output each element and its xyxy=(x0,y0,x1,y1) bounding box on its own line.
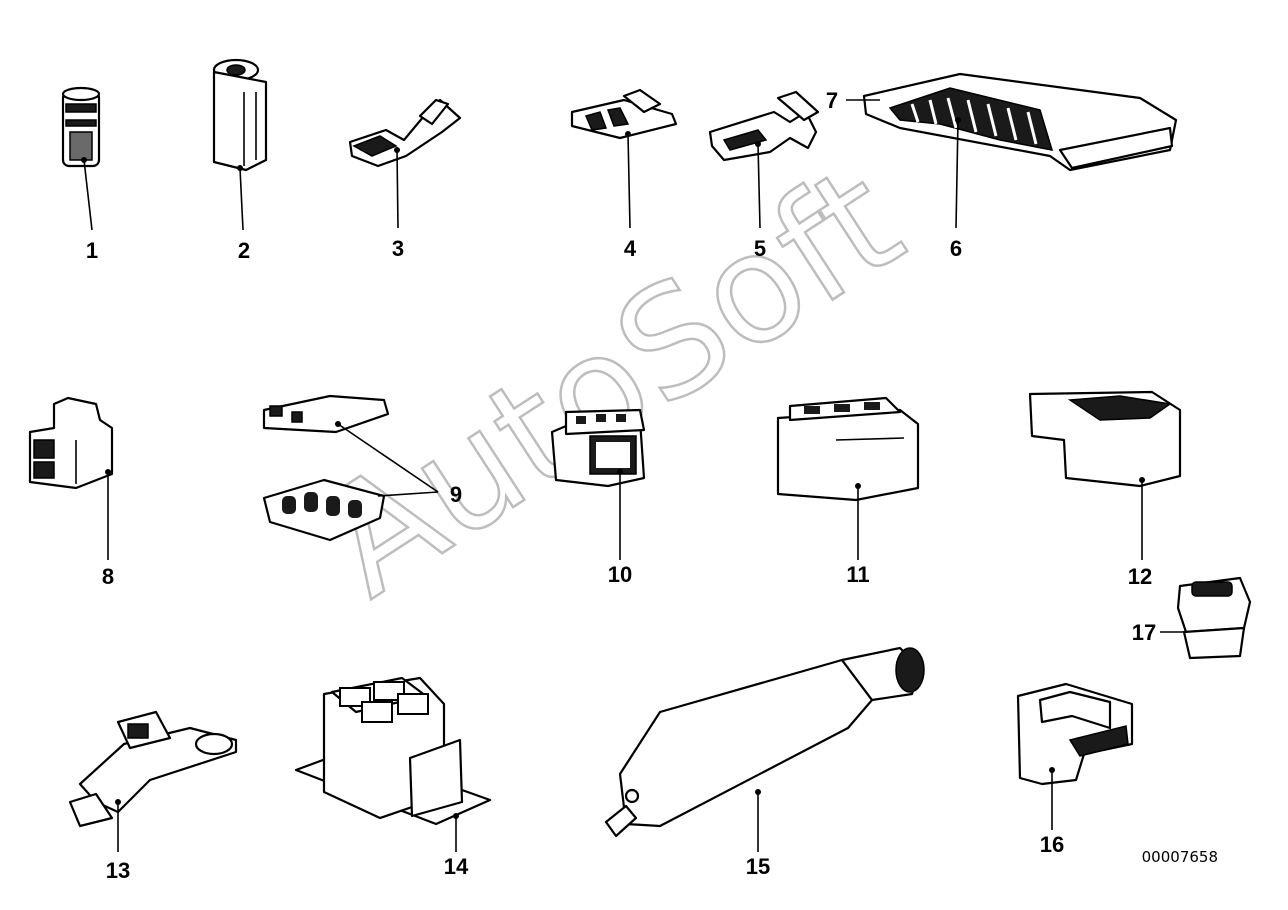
part-15-cable-boot xyxy=(604,646,925,852)
part-3-crimp-terminal xyxy=(348,98,462,229)
part-1-terminal-sleeve xyxy=(61,86,101,231)
part-5-bent-terminal xyxy=(708,90,820,229)
callout-17: 17 xyxy=(1132,620,1156,645)
callout-8: 8 xyxy=(102,564,114,589)
part-6-multipin-strip xyxy=(862,72,1178,229)
part-17-small-plug xyxy=(1160,576,1252,660)
part-13-bracket xyxy=(68,710,238,852)
callout-10: 10 xyxy=(608,562,632,587)
callout-7: 7 xyxy=(826,88,838,113)
document-number: 00007658 xyxy=(1142,848,1218,866)
part-11-large-housing xyxy=(776,396,920,560)
callout-12: 12 xyxy=(1128,564,1152,589)
part-4-flat-connector xyxy=(570,88,678,229)
part-14-flange-connector xyxy=(294,676,492,852)
callout-3: 3 xyxy=(392,236,404,261)
part-2-socket-housing xyxy=(212,58,268,231)
callout-2: 2 xyxy=(238,238,250,263)
watermark-text: AutoSoft xyxy=(295,133,930,630)
callout-11: 11 xyxy=(846,562,869,587)
callout-16: 16 xyxy=(1040,832,1064,857)
callout-1: 1 xyxy=(86,238,98,263)
callout-labels: 1 2 3 4 5 6 7 8 9 10 11 12 13 14 15 16 1… xyxy=(86,88,1156,883)
callout-13: 13 xyxy=(106,858,130,883)
watermark: AutoSoft xyxy=(294,132,932,631)
part-12-angled-housing xyxy=(1028,390,1182,560)
callout-5: 5 xyxy=(754,236,766,261)
part-16-u-clip xyxy=(1016,682,1134,830)
callout-4: 4 xyxy=(624,236,637,261)
callout-9: 9 xyxy=(450,482,462,507)
part-9-connector-pair xyxy=(262,394,439,542)
callout-14: 14 xyxy=(444,854,469,879)
callout-15: 15 xyxy=(746,854,770,879)
part-8-plug-housing xyxy=(28,396,114,560)
callout-6: 6 xyxy=(950,236,962,261)
callout-dots xyxy=(81,117,1145,819)
